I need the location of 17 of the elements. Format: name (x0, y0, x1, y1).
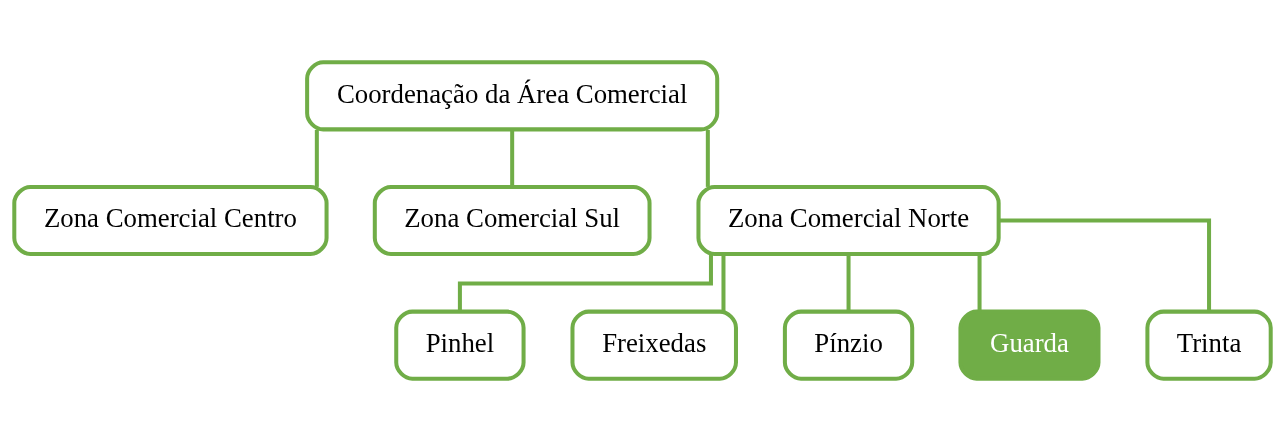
node-box: Pinhel (394, 309, 526, 381)
node-box: Pínzio (782, 309, 915, 381)
connector (510, 129, 515, 187)
connector (977, 254, 982, 312)
node-box: Zona Comercial Centro (12, 185, 329, 256)
node-box: Freixedas (570, 309, 738, 381)
node-box: Coordenação da Área Comercial (305, 60, 720, 132)
node-box: Zona Comercial Norte (696, 185, 1001, 256)
connector (314, 129, 319, 187)
node-box: Guarda (958, 309, 1101, 381)
connector (846, 254, 851, 312)
node-box: Zona Comercial Sul (372, 185, 652, 256)
connector (721, 254, 726, 312)
connector (705, 129, 710, 187)
connector (998, 218, 1212, 312)
connector (457, 254, 713, 312)
node-box: Trinta (1145, 309, 1273, 381)
